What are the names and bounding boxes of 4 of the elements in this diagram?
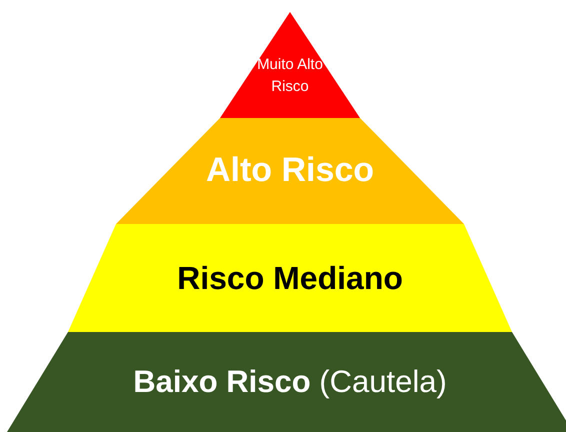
band-label: Muito Alto Risco (256, 55, 324, 97)
band-label: Alto Risco (206, 150, 374, 192)
band-label: Risco Mediano (177, 258, 403, 298)
band-label: Baixo Risco (Cautela) (133, 362, 447, 401)
